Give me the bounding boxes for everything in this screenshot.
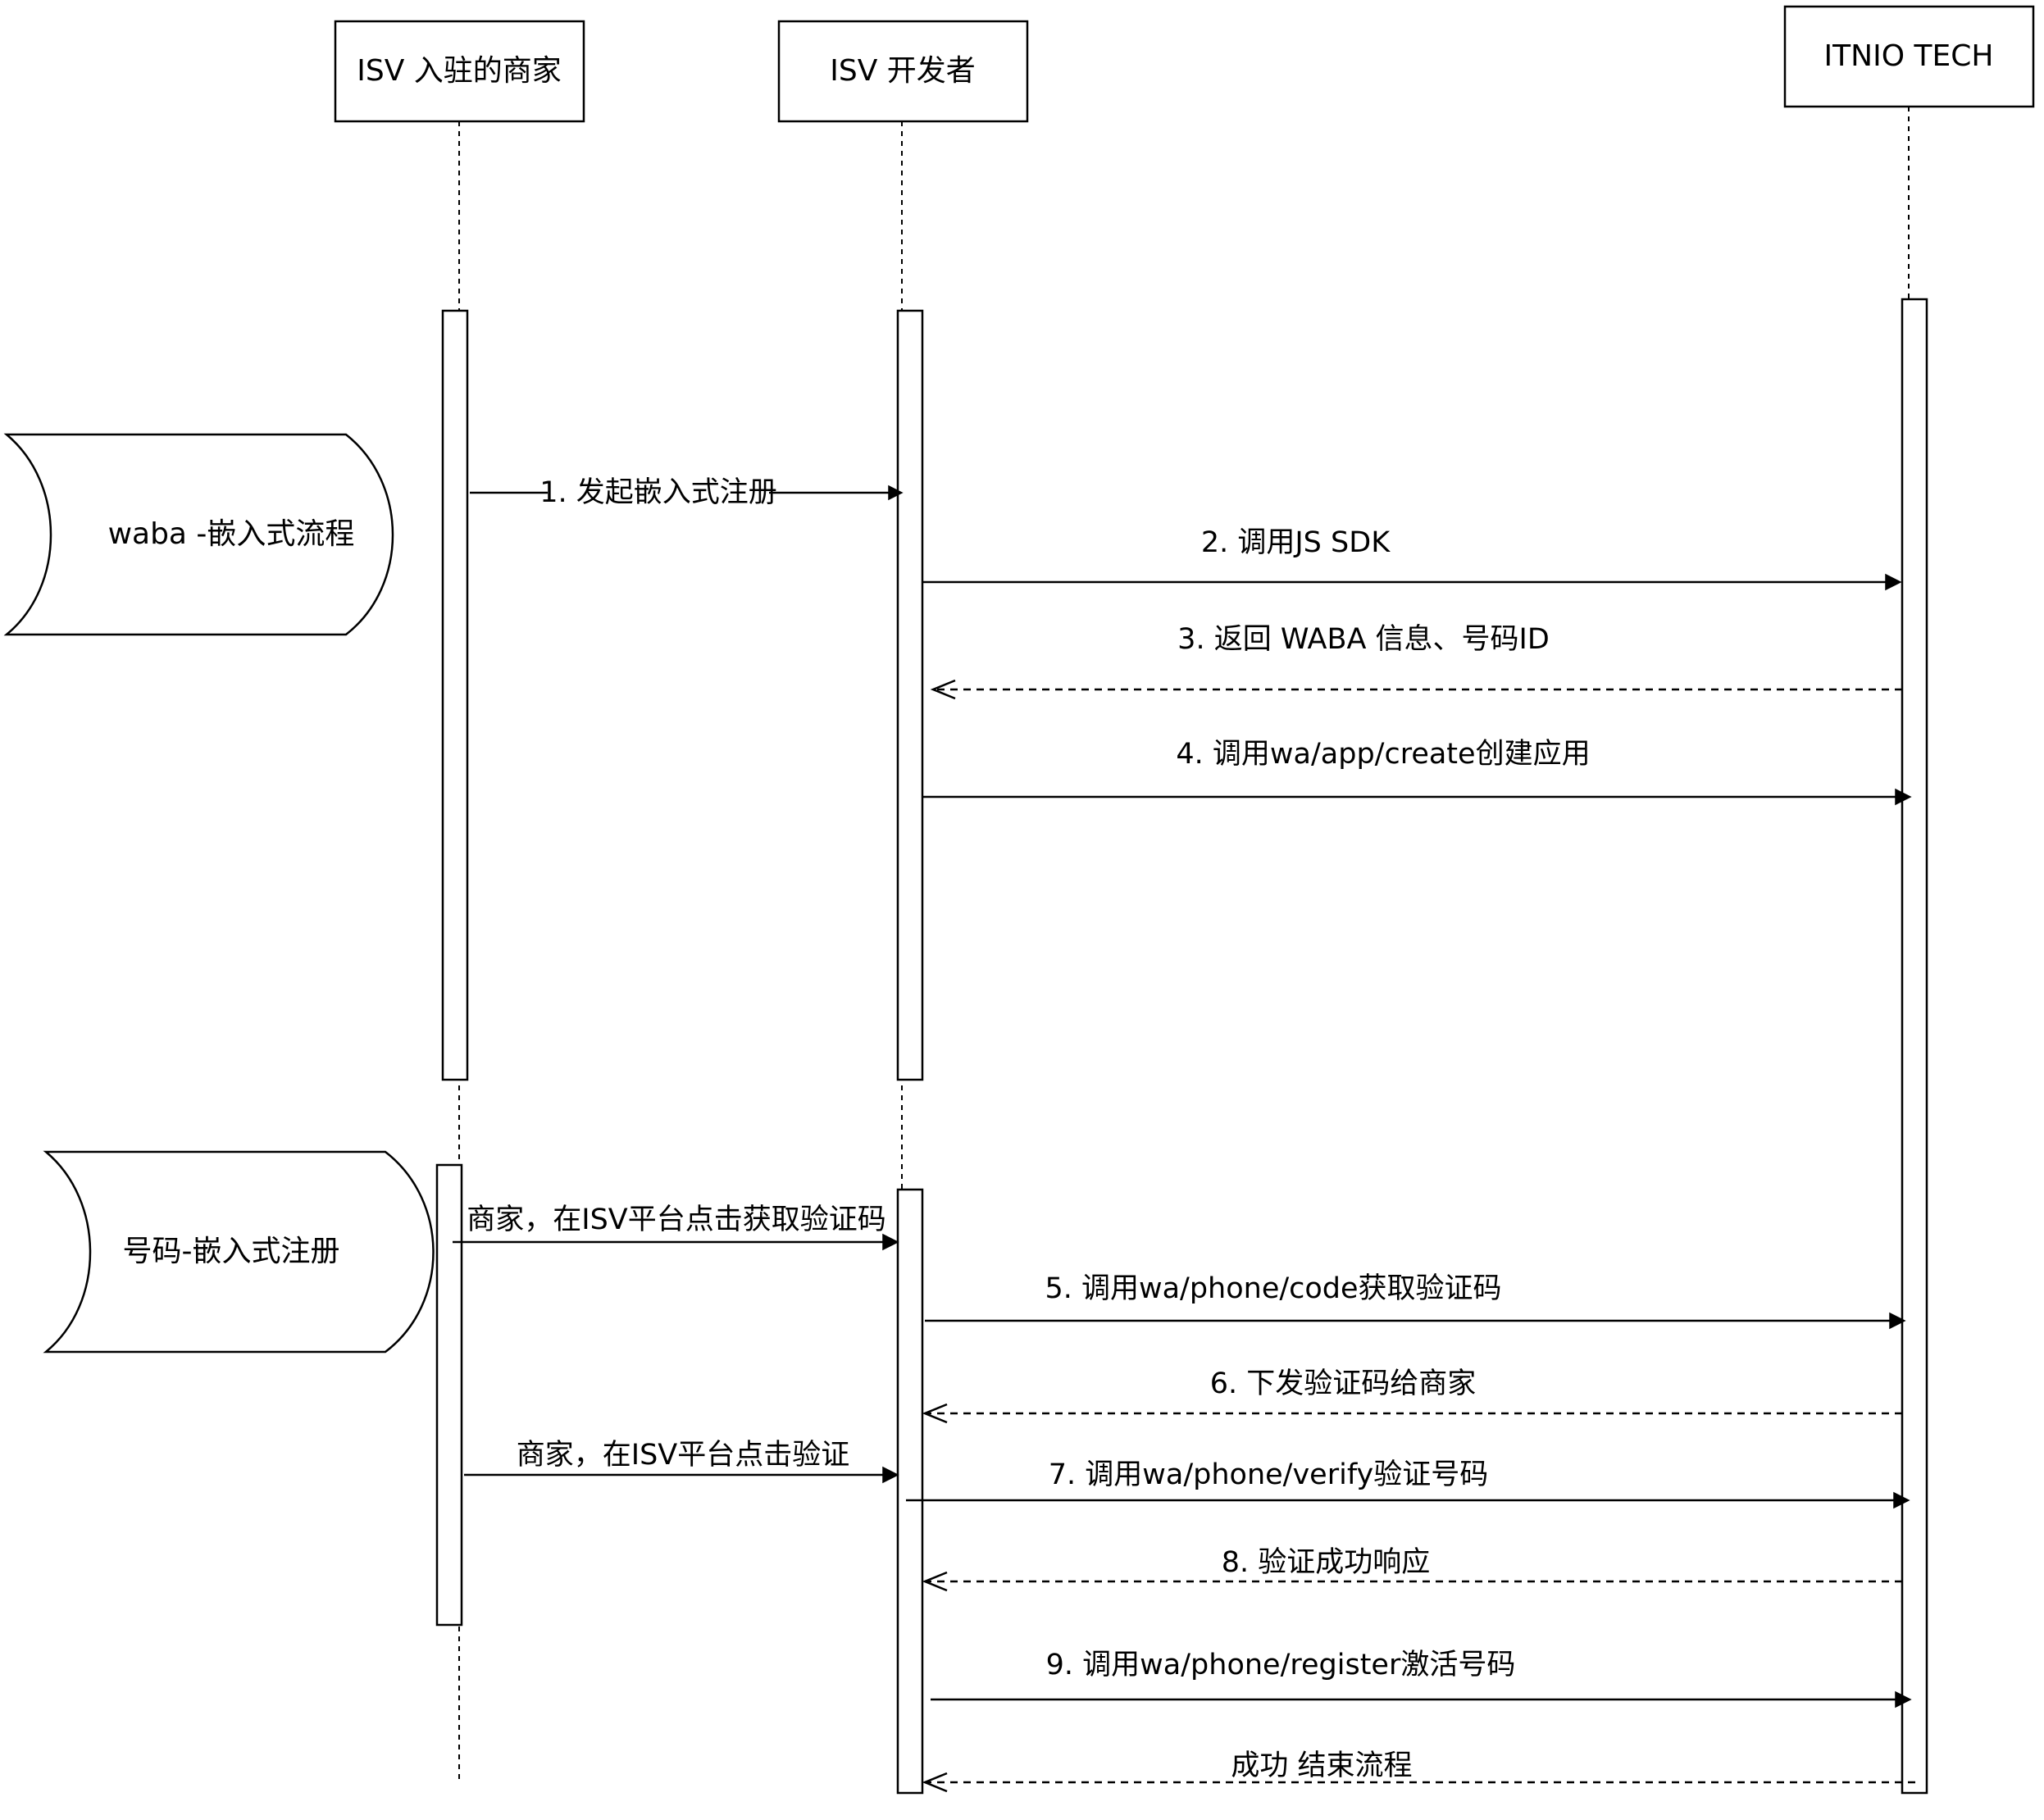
message-2-label: 2. 调用JS SDK [1201,526,1391,559]
message-8: 8. 验证成功响应 [922,1546,1902,1592]
arrowhead-open [922,1772,948,1793]
arrowhead-open [922,1403,948,1424]
message-merchant-verify: 商家，在ISV平台点击验证 [464,1439,899,1484]
message-1-label: 1. 发起嵌入式注册 [539,476,777,509]
message-1: 1. 发起嵌入式注册 [470,476,904,509]
message-merchant-get-code-label: 商家，在ISV平台点击获取验证码 [467,1203,885,1236]
message-5: 5. 调用wa/phone/code获取验证码 [925,1272,1906,1330]
phase-phone: 号码-嵌入式注册 [43,1150,435,1354]
message-9: 9. 调用wa/phone/register激活号码 [931,1649,1912,1709]
message-4-label: 4. 调用wa/app/create创建应用 [1176,738,1590,771]
message-7: 7. 调用wa/phone/verify验证号码 [906,1458,1910,1509]
arrowhead-filled [1885,573,1902,591]
arrowhead-filled [888,485,904,501]
arrowhead-filled [882,1466,899,1484]
participant-itnio: ITNIO TECH [1783,5,2035,108]
message-end-label: 成功 结束流程 [1231,1749,1412,1782]
phase-waba-label: waba -嵌入式流程 [108,517,355,551]
arrowhead-filled [1889,1312,1906,1330]
arrowhead-filled [1893,1491,1910,1509]
phase-waba: waba -嵌入式流程 [3,433,394,636]
message-4: 4. 调用wa/app/create创建应用 [923,738,1912,806]
message-3: 3. 返回 WABA 信息、号码ID [930,623,1902,700]
phase-phone-label: 号码-嵌入式注册 [123,1235,340,1268]
participant-itnio-label: ITNIO TECH [1824,39,1994,73]
participant-developer: ISV 开发者 [777,20,1029,123]
activation-developer-2 [896,1188,924,1795]
arrowhead-open [922,1571,948,1592]
participant-merchant-label: ISV 入驻的商家 [357,54,562,88]
message-6-label: 6. 下发验证码给商家 [1210,1367,1477,1400]
message-end: 成功 结束流程 [922,1749,1915,1793]
message-9-label: 9. 调用wa/phone/register激活号码 [1046,1649,1516,1681]
arrowhead-filled [882,1233,899,1251]
participant-developer-label: ISV 开发者 [830,54,976,88]
arrowhead-filled [1895,788,1912,806]
activation-itnio [1901,298,1928,1795]
message-2: 2. 调用JS SDK [923,526,1902,591]
activation-developer-1 [896,309,924,1081]
arrowhead-filled [1895,1690,1912,1709]
message-5-label: 5. 调用wa/phone/code获取验证码 [1045,1272,1501,1305]
message-merchant-verify-label: 商家，在ISV平台点击验证 [517,1439,849,1472]
message-7-label: 7. 调用wa/phone/verify验证号码 [1049,1458,1489,1491]
activation-merchant-1 [441,309,469,1081]
message-3-label: 3. 返回 WABA 信息、号码ID [1177,623,1550,656]
participant-merchant: ISV 入驻的商家 [334,20,585,123]
message-merchant-get-code: 商家，在ISV平台点击获取验证码 [453,1203,899,1251]
arrowhead-open [930,679,956,700]
message-6: 6. 下发验证码给商家 [922,1367,1902,1424]
message-8-label: 8. 验证成功响应 [1222,1546,1431,1579]
activation-merchant-2 [435,1163,463,1627]
